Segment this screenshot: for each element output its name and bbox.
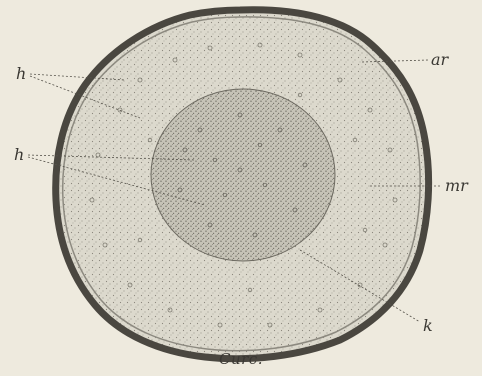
label-h-lower: h (14, 147, 24, 163)
label-mr: mr (445, 178, 468, 194)
label-ar: ar (431, 52, 448, 68)
nucleus (151, 89, 335, 261)
label-h-upper: h (16, 66, 26, 82)
label-k: k (423, 318, 433, 334)
figure-caption: Curc. (0, 350, 482, 368)
